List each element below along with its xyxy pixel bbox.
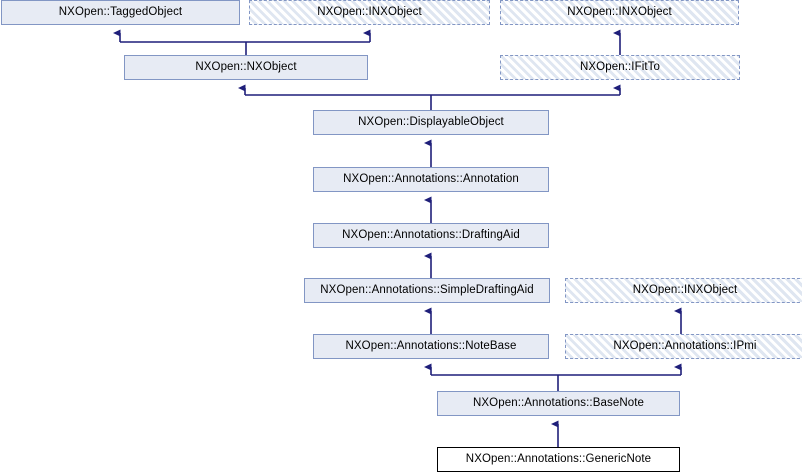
- node-label: NXOpen::IFitTo: [579, 60, 660, 73]
- node-label: NXOpen::Annotations::SimpleDraftingAid: [320, 283, 534, 296]
- node-inxobject-top-left[interactable]: NXOpen::INXObject: [249, 0, 490, 25]
- node-label: NXOpen::Annotations::BaseNote: [472, 396, 645, 409]
- node-inxobject-middle[interactable]: NXOpen::INXObject: [565, 278, 802, 303]
- node-simpledraftingaid[interactable]: NXOpen::Annotations::SimpleDraftingAid: [304, 278, 550, 303]
- node-label: NXOpen::Annotations::GenericNote: [465, 452, 652, 465]
- node-basenote[interactable]: NXOpen::Annotations::BaseNote: [437, 391, 680, 416]
- node-label: NXOpen::DisplayableObject: [358, 115, 504, 128]
- node-inxobject-top-right[interactable]: NXOpen::INXObject: [500, 0, 739, 25]
- node-label: NXOpen::Annotations::Annotation: [343, 172, 519, 185]
- node-label: NXOpen::INXObject: [567, 5, 672, 18]
- node-label: NXOpen::NXObject: [195, 60, 297, 73]
- node-genericnote[interactable]: NXOpen::Annotations::GenericNote: [437, 447, 680, 472]
- node-ipmi[interactable]: NXOpen::Annotations::IPmi: [565, 334, 802, 359]
- node-label: NXOpen::TaggedObject: [58, 5, 183, 18]
- node-label: NXOpen::Annotations::IPmi: [613, 339, 757, 352]
- node-annotation[interactable]: NXOpen::Annotations::Annotation: [313, 167, 549, 192]
- node-ifitto[interactable]: NXOpen::IFitTo: [500, 55, 740, 80]
- node-taggedobject[interactable]: NXOpen::TaggedObject: [1, 0, 240, 25]
- node-label: NXOpen::Annotations::DraftingAid: [342, 228, 520, 241]
- node-displayableobject[interactable]: NXOpen::DisplayableObject: [313, 110, 549, 135]
- node-nxobject[interactable]: NXOpen::NXObject: [124, 55, 368, 80]
- node-draftingaid[interactable]: NXOpen::Annotations::DraftingAid: [313, 223, 549, 248]
- node-notebase[interactable]: NXOpen::Annotations::NoteBase: [313, 334, 549, 359]
- node-label: NXOpen::INXObject: [317, 5, 422, 18]
- node-label: NXOpen::Annotations::NoteBase: [345, 339, 517, 352]
- node-label: NXOpen::INXObject: [632, 283, 738, 296]
